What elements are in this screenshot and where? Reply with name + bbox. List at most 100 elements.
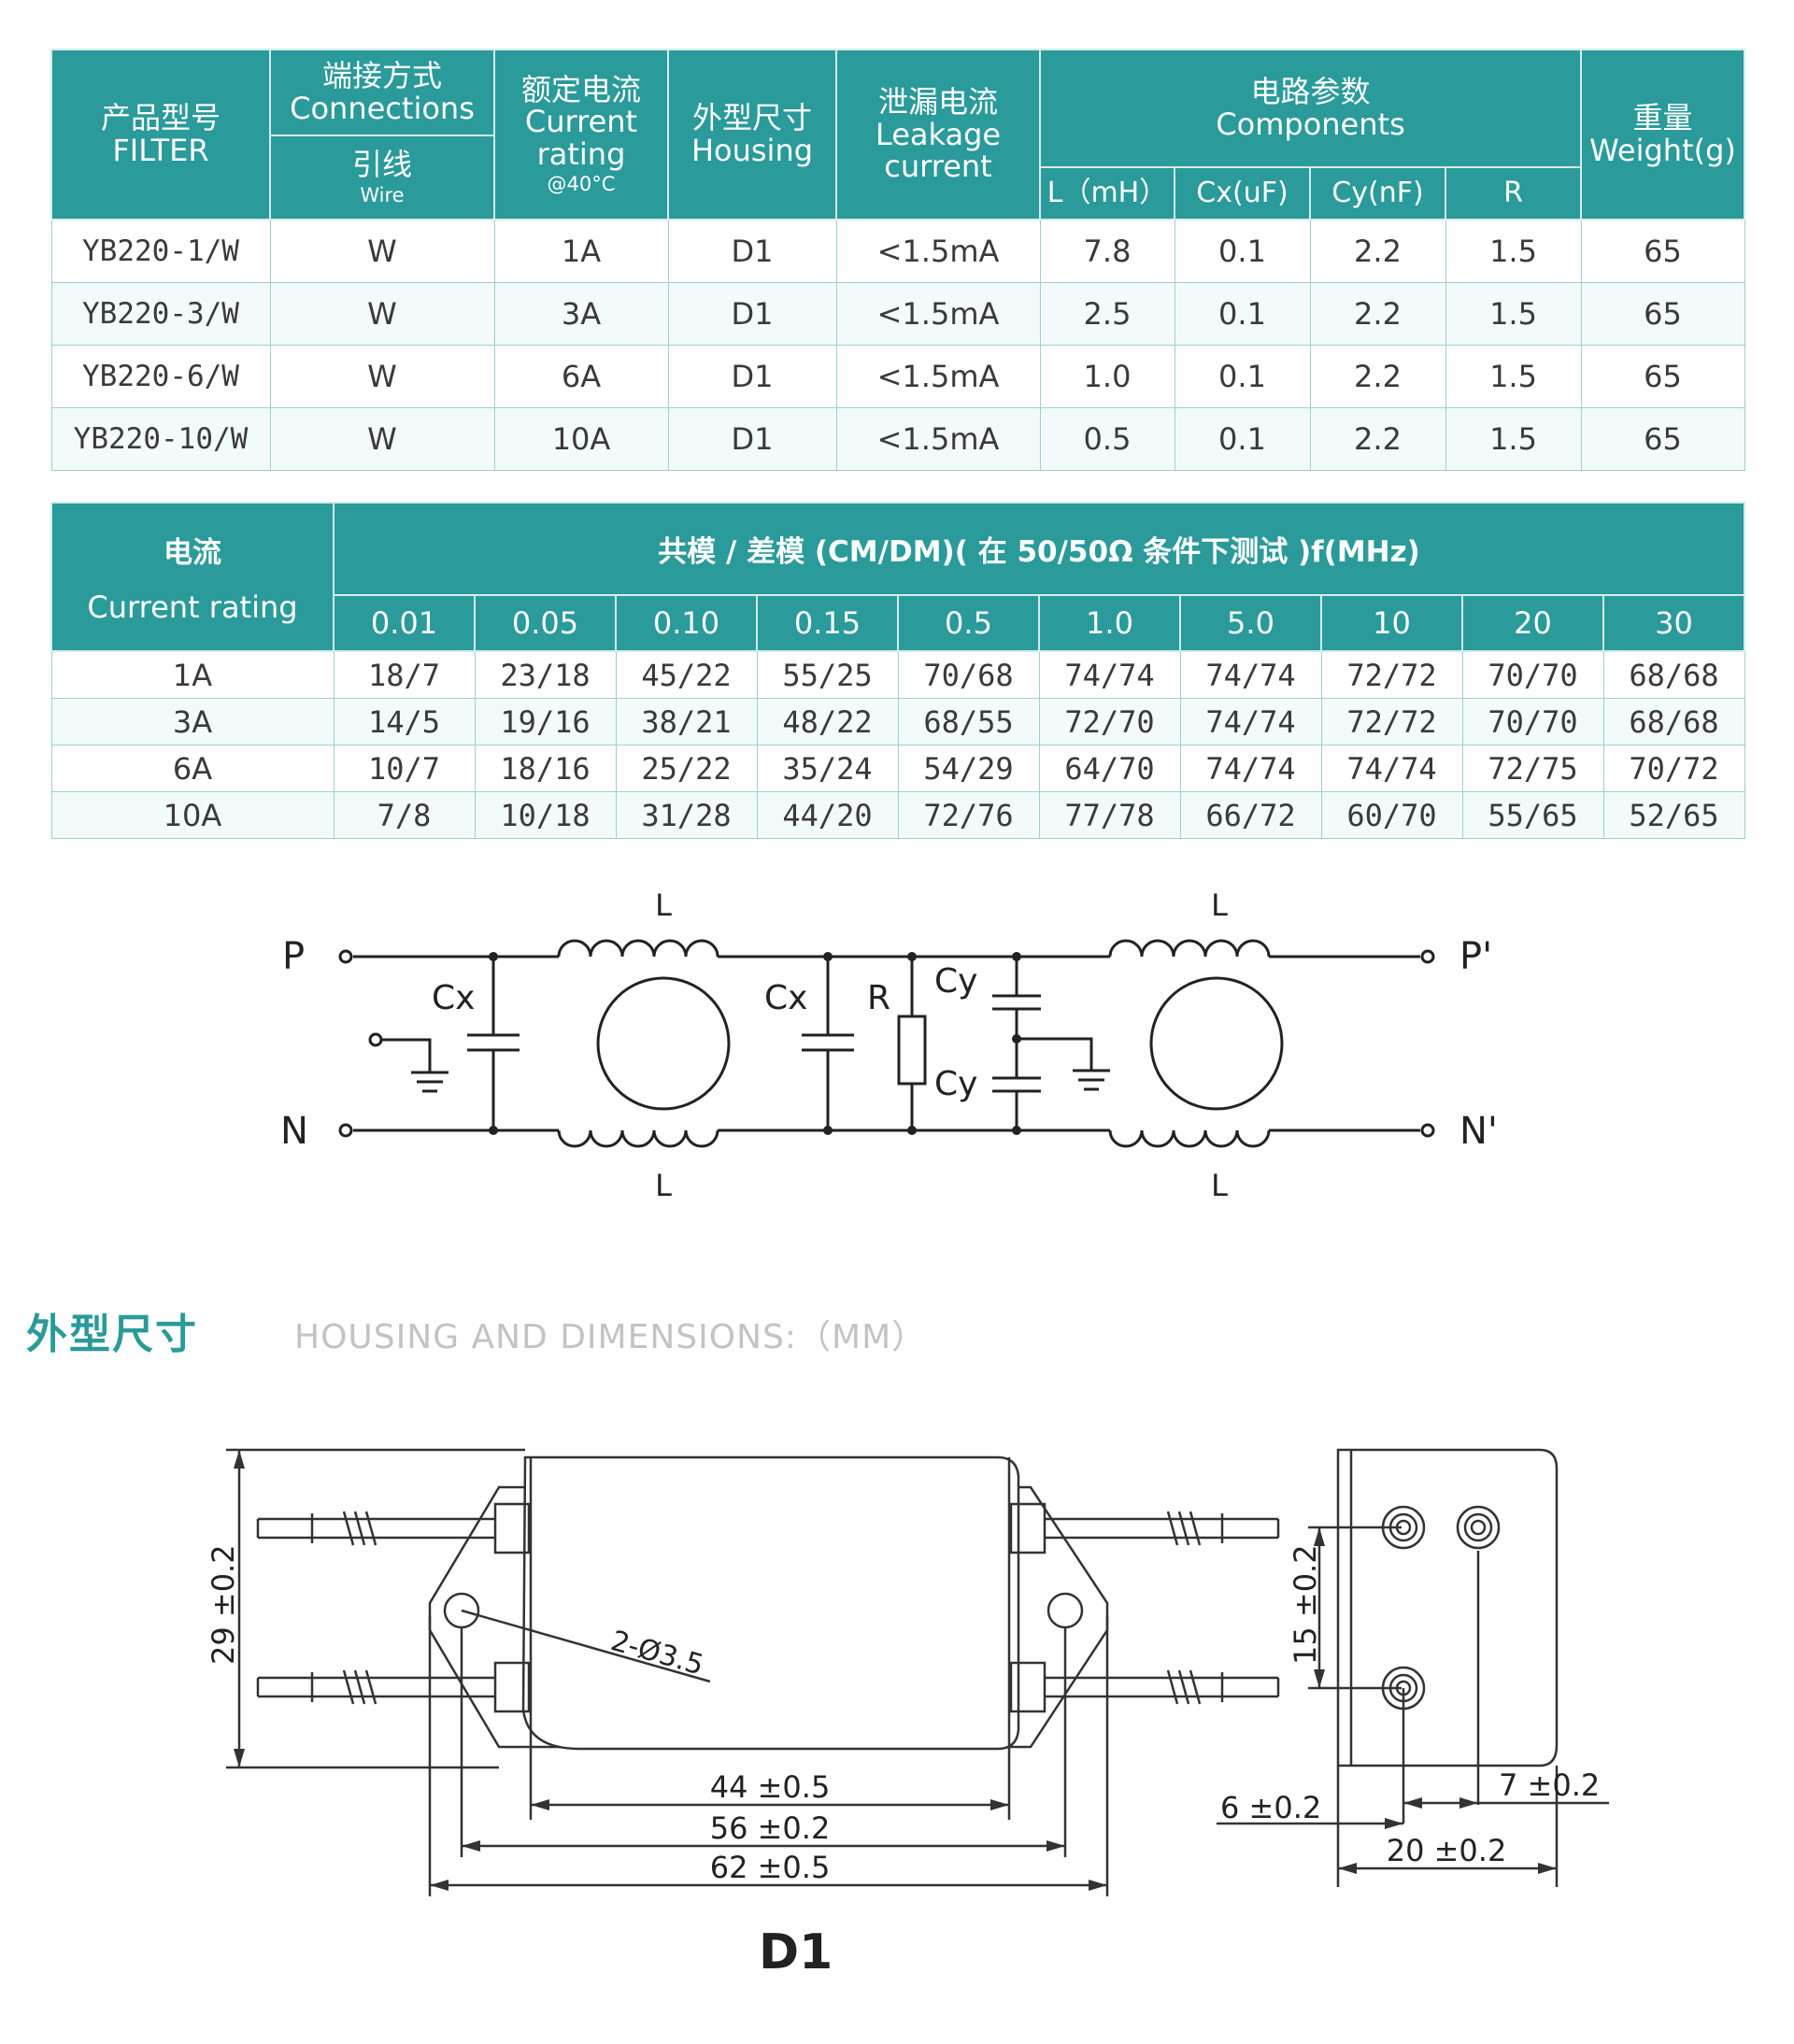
- cell-l: 7.8: [1039, 219, 1175, 283]
- cell-current: 1A: [493, 219, 669, 283]
- header-connections: 端接方式 Connections: [269, 49, 495, 136]
- side-7-label: 7 ±0.2: [1499, 1767, 1600, 1803]
- cell-value: 45/22: [615, 650, 758, 699]
- cell-current: 6A: [493, 345, 669, 408]
- cell-model: YB220-3/W: [50, 282, 271, 346]
- cell-leakage: <1.5mA: [835, 407, 1041, 471]
- cell-r: 1.5: [1445, 219, 1582, 283]
- cell-value: 68/55: [897, 698, 1040, 745]
- header-freq: 30: [1602, 594, 1745, 652]
- cell-current: 3A: [493, 282, 669, 346]
- width-56-label: 56 ±0.2: [710, 1810, 831, 1846]
- cell-value: 48/22: [756, 698, 899, 745]
- side-15-label: 15 ±0.2: [1288, 1544, 1323, 1665]
- table-row: YB220-3/W W 3A D1 <1.5mA 2.5 0.1 2.2 1.5…: [50, 282, 1745, 346]
- attenuation-table: 电流 Current rating 共模 / 差模 (CM/DM)( 在 50/…: [50, 502, 1745, 839]
- cell-current: 10A: [493, 407, 669, 471]
- section-title-en: HOUSING AND DIMENSIONS:（MM）: [294, 1318, 927, 1356]
- header-weight: 重量 Weight(g): [1580, 49, 1746, 220]
- cell-model: YB220-6/W: [50, 345, 271, 408]
- housing-code-label: D1: [759, 1924, 833, 1980]
- cell-value: 72/72: [1320, 650, 1463, 699]
- cell-connection: W: [269, 345, 495, 408]
- cell-value: 54/29: [897, 745, 1040, 792]
- header-freq: 10: [1320, 594, 1463, 652]
- cell-value: 72/75: [1461, 745, 1604, 792]
- cell-l: 2.5: [1039, 282, 1175, 346]
- cell-value: 23/18: [474, 650, 617, 699]
- cell-cx: 0.1: [1174, 407, 1311, 471]
- table-row: 3A 14/5 19/16 38/21 48/22 68/55 72/70 74…: [50, 698, 1745, 745]
- header-freq: 0.05: [474, 594, 617, 652]
- inductor-label: L: [1211, 1168, 1228, 1203]
- cell-leakage: <1.5mA: [835, 282, 1041, 346]
- cell-weight: 65: [1580, 219, 1745, 283]
- cy-label: Cy: [934, 962, 977, 1001]
- header-cx: Cx(uF): [1174, 166, 1311, 220]
- cell-value: 55/65: [1461, 791, 1604, 839]
- cell-value: 38/21: [615, 698, 758, 745]
- cell-r: 1.5: [1445, 282, 1582, 346]
- side-6-label: 6 ±0.2: [1220, 1790, 1321, 1825]
- header-filter: 产品型号 FILTER: [50, 49, 271, 220]
- cell-value: 18/16: [474, 745, 617, 792]
- cell-value: 64/70: [1038, 745, 1181, 792]
- dimension-drawing: 2-Ø3.5 29 ±0.2 44 ±0.5 56 ±0.2 62 ±0.5 1…: [206, 1448, 1609, 1896]
- cell-value: 66/72: [1179, 791, 1322, 839]
- cell-current: 10A: [50, 791, 335, 839]
- cy-label: Cy: [934, 1065, 977, 1103]
- cell-weight: 65: [1580, 407, 1745, 471]
- header-current-rating: 电流 Current rating: [50, 502, 335, 652]
- header-freq: 20: [1461, 594, 1604, 652]
- cell-value: 25/22: [615, 745, 758, 792]
- cell-cy: 2.2: [1309, 407, 1446, 471]
- header-wire: 引线 Wire: [269, 135, 495, 220]
- cell-value: 19/16: [474, 698, 617, 745]
- cell-l: 0.5: [1039, 407, 1175, 471]
- cell-value: 74/74: [1320, 745, 1463, 792]
- header-attenuation-title: 共模 / 差模 (CM/DM)( 在 50/50Ω 条件下测试 )f(MHz): [333, 502, 1745, 596]
- header-housing: 外型尺寸 Housing: [667, 49, 837, 220]
- header-r: R: [1444, 166, 1583, 220]
- inductor-label: L: [655, 887, 672, 923]
- cell-cx: 0.1: [1174, 282, 1311, 346]
- terminal-n-out-label: N': [1459, 1110, 1498, 1153]
- cell-cy: 2.2: [1309, 345, 1446, 408]
- terminal-p-out-label: P': [1459, 935, 1492, 978]
- cell-leakage: <1.5mA: [835, 345, 1041, 408]
- cell-value: 35/24: [756, 745, 899, 792]
- cell-value: 74/74: [1179, 745, 1322, 792]
- cell-model: YB220-1/W: [50, 219, 271, 283]
- cell-value: 7/8: [333, 791, 476, 839]
- circuit-diagram: P N P' N' L L L L Cx Cx R Cy Cy: [280, 887, 1498, 1203]
- cell-value: 10/7: [333, 745, 476, 792]
- cell-value: 72/72: [1320, 698, 1463, 745]
- cell-value: 44/20: [756, 791, 899, 839]
- height-dim-label: 29 ±0.2: [206, 1544, 241, 1665]
- terminal-p-label: P: [282, 935, 305, 978]
- cell-value: 68/68: [1602, 698, 1745, 745]
- cell-cx: 0.1: [1174, 345, 1311, 408]
- header-leakage: 泄漏电流 Leakage current: [835, 49, 1041, 220]
- cell-connection: W: [269, 282, 495, 346]
- cell-weight: 65: [1580, 345, 1745, 408]
- header-freq: 1.0: [1038, 594, 1181, 652]
- cell-value: 52/65: [1602, 791, 1745, 839]
- header-cy: Cy(nF): [1309, 166, 1446, 220]
- header-freq: 0.15: [756, 594, 899, 652]
- side-20-label: 20 ±0.2: [1387, 1833, 1507, 1868]
- cx-label: Cx: [764, 979, 807, 1017]
- section-title-zh: 外型尺寸: [26, 1311, 198, 1358]
- cell-value: 70/72: [1602, 745, 1745, 792]
- inductor-label: L: [655, 1168, 672, 1203]
- width-44-label: 44 ±0.5: [710, 1769, 831, 1805]
- cell-model: YB220-10/W: [50, 407, 271, 471]
- cell-connection: W: [269, 407, 495, 471]
- header-freq: 0.10: [615, 594, 758, 652]
- header-freq: 0.01: [333, 594, 476, 652]
- header-freq: 5.0: [1179, 594, 1322, 652]
- header-components: 电路参数 Components: [1038, 49, 1583, 168]
- table-row: 10A 7/8 10/18 31/28 44/20 72/76 77/78 66…: [50, 791, 1745, 839]
- terminal-n-label: N: [280, 1110, 308, 1153]
- cell-value: 10/18: [474, 791, 617, 839]
